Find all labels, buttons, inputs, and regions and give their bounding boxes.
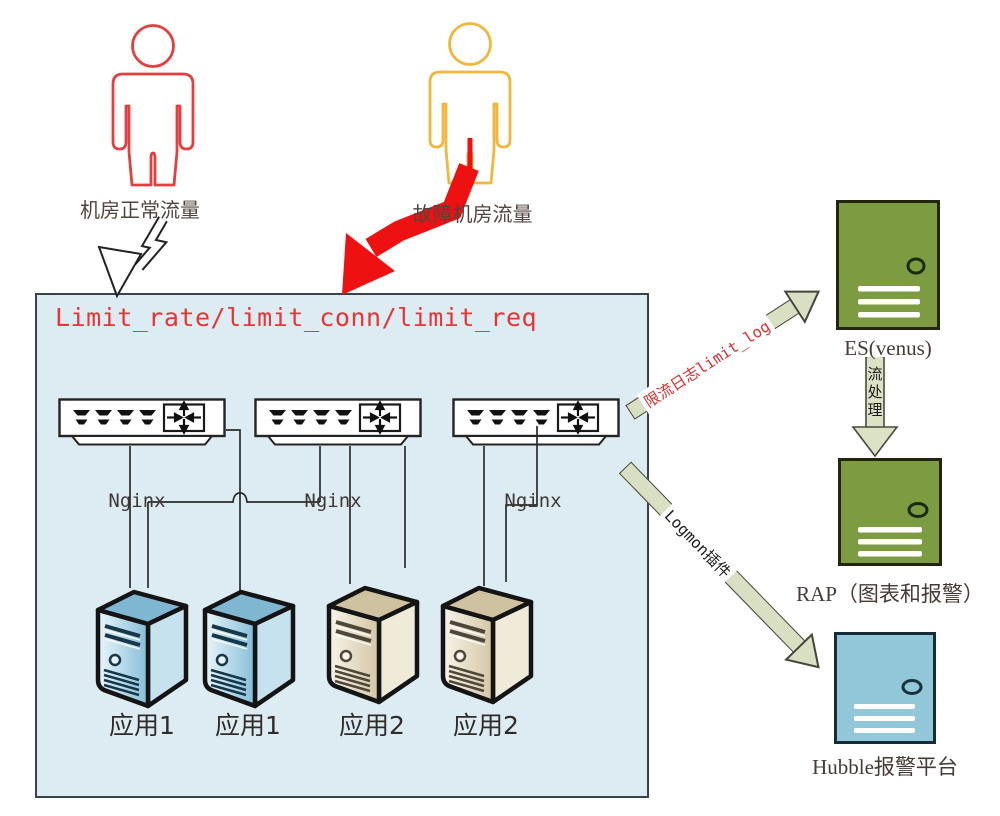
app-server-2	[197, 580, 301, 710]
limit-rules-title: Limit_rate/limit_conn/limit_req	[55, 303, 538, 332]
nginx-label-3: Nginx	[504, 490, 562, 512]
server-face-icon	[854, 679, 923, 733]
limit-log-flow-arrow: 限流日志limit_log	[625, 290, 820, 420]
rap-label: RAP（图表和报警）	[796, 582, 984, 606]
stream-processing-label: 流处理	[865, 366, 884, 420]
nginx-switch-2	[254, 398, 422, 448]
es-label: ES(venus)	[844, 336, 932, 360]
app-server-4	[435, 576, 539, 706]
logmon-label: Logmon插件	[657, 501, 740, 585]
arrowhead-icon	[784, 632, 821, 669]
app-server-label-4: 应用2	[453, 711, 519, 740]
logmon-flow-arrow: Logmon插件	[618, 461, 821, 669]
faulty-traffic-label: 故障机房流量	[412, 202, 533, 226]
switch-icon	[452, 398, 620, 448]
app-server-label-1: 应用1	[109, 711, 175, 740]
nginx-label-1: Nginx	[108, 490, 166, 512]
app-server-3	[321, 576, 425, 706]
normal-user-icon	[111, 24, 195, 187]
arrowhead-icon	[783, 290, 820, 324]
hubble-label: Hubble报警平台	[812, 755, 958, 779]
app-server-1	[90, 580, 194, 710]
limit-log-label: 限流日志limit_log	[636, 311, 777, 415]
down-block-arrow-icon	[851, 356, 899, 458]
nginx-switch-3	[452, 398, 620, 448]
es-node	[836, 200, 940, 330]
server-face-icon	[858, 502, 929, 557]
switch-icon	[58, 398, 226, 448]
normal-traffic-label: 机房正常流量	[80, 198, 200, 222]
normal-traffic-arrow-icon	[97, 216, 169, 299]
faulty-user-icon	[428, 22, 512, 185]
switch-icon	[254, 398, 422, 448]
limit-container-box	[35, 293, 649, 798]
app-server-label-2: 应用1	[215, 711, 281, 740]
nginx-label-2: Nginx	[304, 490, 362, 512]
server-face-icon	[858, 257, 926, 318]
app-server-label-3: 应用2	[339, 711, 405, 740]
nginx-switch-1	[58, 398, 226, 448]
hubble-node	[834, 632, 936, 744]
rap-node	[838, 458, 942, 566]
stream-processing-arrow: 流处理	[851, 356, 899, 459]
